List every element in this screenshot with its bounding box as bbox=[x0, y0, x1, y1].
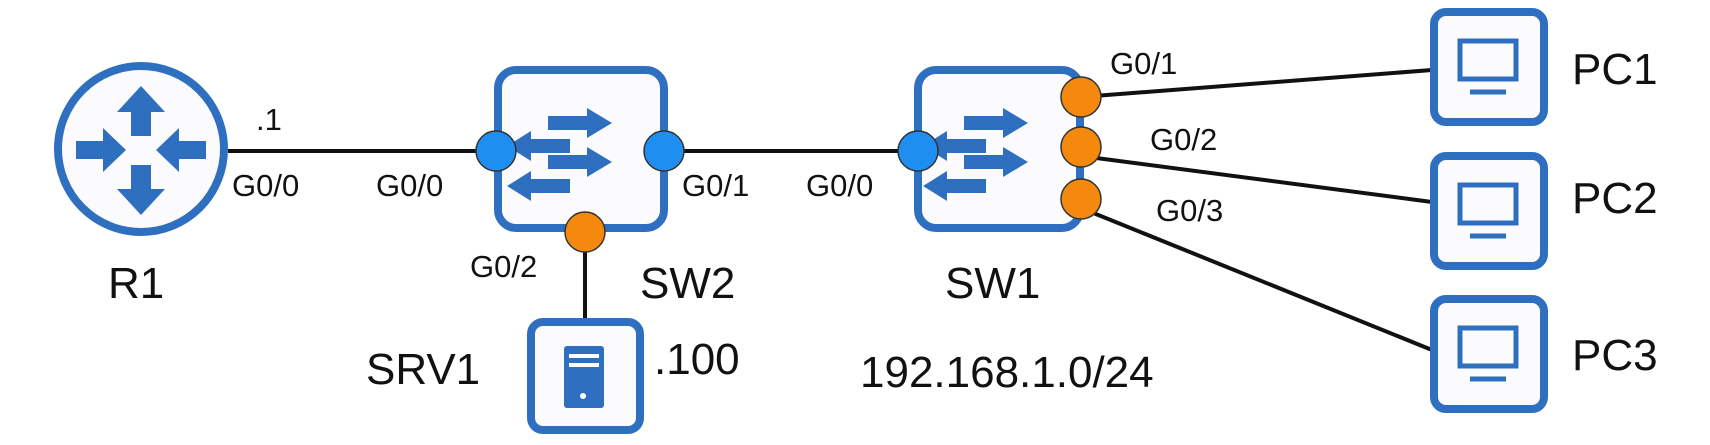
server-icon bbox=[564, 346, 604, 408]
link-sw1-pc3[interactable] bbox=[1080, 206, 1433, 352]
sw2-port-g02-label: G0/2 bbox=[470, 249, 537, 284]
sw1-port-g00[interactable] bbox=[897, 130, 939, 172]
sw1-port-g00-label: G0/0 bbox=[806, 168, 873, 203]
sw2-port-g00-label: G0/0 bbox=[376, 168, 443, 203]
switch-sw2[interactable]: SW2 G0/0 G0/1 G0/2 bbox=[376, 66, 749, 308]
link-sw1-pc2[interactable] bbox=[1080, 154, 1433, 204]
link-sw1-pc1[interactable] bbox=[1080, 68, 1433, 99]
pc-pc2[interactable]: PC2 bbox=[1430, 152, 1658, 270]
sw2-port-g01[interactable] bbox=[643, 130, 685, 172]
sw2-port-g00[interactable] bbox=[475, 130, 517, 172]
r1-port-g00-label: G0/0 bbox=[232, 168, 299, 203]
pc-frame bbox=[1430, 152, 1548, 270]
monitor-icon bbox=[1457, 38, 1519, 95]
switch-sw2-label: SW2 bbox=[640, 259, 735, 308]
switch-sw1[interactable]: SW1 G0/0 G0/1 G0/2 G0/3 192.168.1.0/24 bbox=[806, 46, 1223, 397]
sw1-port-g02-label: G0/2 bbox=[1150, 122, 1217, 157]
server-srv1[interactable]: SRV1 .100 bbox=[366, 318, 740, 434]
switch-sw1-label: SW1 bbox=[945, 259, 1040, 308]
pc-frame bbox=[1430, 295, 1548, 413]
router-r1[interactable]: R1 .1 G0/0 bbox=[54, 62, 299, 308]
pc2-label: PC2 bbox=[1572, 174, 1658, 223]
sw1-port-g01[interactable] bbox=[1060, 76, 1102, 118]
sw1-port-g01-label: G0/1 bbox=[1110, 46, 1177, 81]
subnet-label: 192.168.1.0/24 bbox=[860, 348, 1154, 397]
r1-ip-label: .1 bbox=[256, 102, 282, 137]
server-srv1-label: SRV1 bbox=[366, 345, 480, 394]
switch-arrows-icon bbox=[923, 108, 1028, 201]
sw2-port-g02[interactable] bbox=[564, 211, 606, 253]
pc-frame bbox=[1430, 8, 1548, 126]
switch-arrows-icon bbox=[507, 108, 612, 201]
monitor-icon bbox=[1457, 325, 1519, 382]
pc1-label: PC1 bbox=[1572, 45, 1658, 94]
pc-pc1[interactable]: PC1 bbox=[1430, 8, 1658, 126]
sw1-port-g03[interactable] bbox=[1060, 178, 1102, 220]
pc3-label: PC3 bbox=[1572, 331, 1658, 380]
srv1-ip-label: .100 bbox=[654, 335, 740, 384]
sw1-port-g02[interactable] bbox=[1060, 126, 1102, 168]
sw2-port-g01-label: G0/1 bbox=[682, 168, 749, 203]
pc-pc3[interactable]: PC3 bbox=[1430, 295, 1658, 413]
monitor-icon bbox=[1457, 182, 1519, 239]
sw1-port-g03-label: G0/3 bbox=[1156, 193, 1223, 228]
links bbox=[228, 68, 1433, 352]
router-icon bbox=[54, 62, 228, 236]
router-arrows-icon bbox=[76, 86, 206, 215]
router-r1-label: R1 bbox=[108, 259, 164, 308]
